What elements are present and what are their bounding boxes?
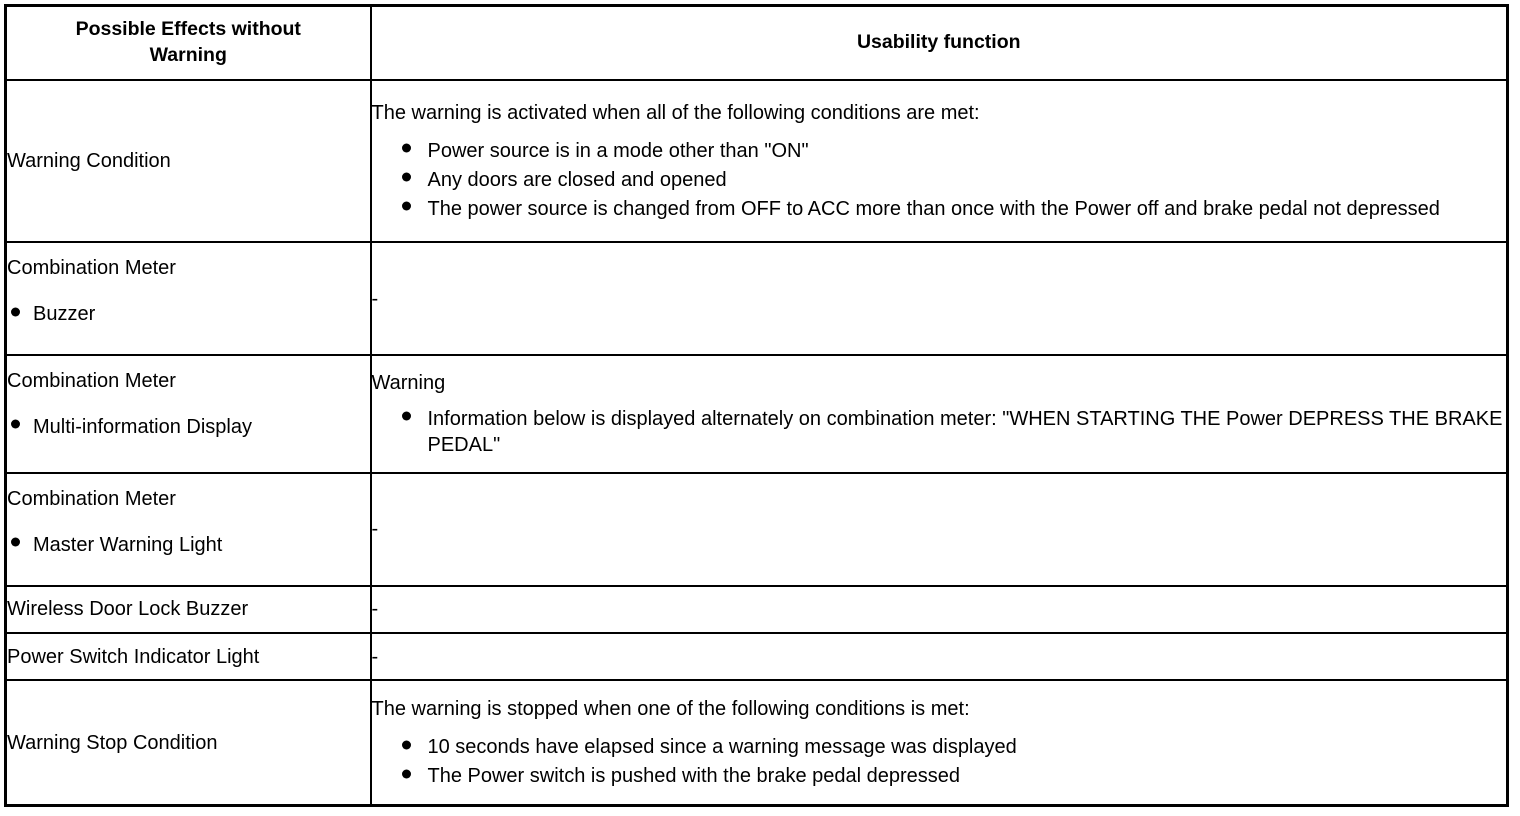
content-bullet-list: Information below is displayed alternate… [372, 406, 1507, 458]
table-body: Warning Condition The warning is activat… [4, 78, 1509, 807]
row-label-text: Combination Meter [7, 257, 176, 280]
content-intro-text: The warning is activated when all of the… [371, 101, 980, 124]
row-label-text: Warning Condition [7, 149, 171, 172]
list-item-text: Information below is displayed alternate… [427, 407, 1503, 456]
table-head: Possible Effects without Warning Usabili… [4, 4, 1509, 81]
content-dash-text: - [371, 645, 379, 668]
list-item: Information below is displayed alternate… [401, 406, 1507, 458]
content-intro-text: The warning is stopped when one of the f… [371, 698, 970, 721]
row-label-text: Combination Meter [7, 487, 176, 510]
row-label-power-switch-indicator-light: Power Switch Indicator Light [4, 631, 372, 682]
list-item: The Power switch is pushed with the brak… [401, 763, 1507, 789]
table-row: Combination Meter Multi-information Disp… [4, 353, 1509, 474]
row-label-text: Wireless Door Lock Buzzer [7, 598, 249, 621]
bullet-icon [401, 172, 411, 182]
row-label-text: Warning Stop Condition [7, 731, 218, 754]
table-row: Wireless Door Lock Buzzer - [4, 584, 1509, 635]
row-sublabel: Master Warning Light [7, 532, 370, 558]
row-label-combination-meter-buzzer: Combination Meter Buzzer [4, 241, 372, 356]
row-sublabel: Multi-information Display [7, 414, 370, 440]
row-content-warning-stop-condition: The warning is stopped when one of the f… [369, 679, 1509, 807]
bullet-icon [401, 411, 411, 421]
bullet-icon [401, 740, 411, 749]
row-sublabel-text: Master Warning Light [33, 533, 223, 556]
bullet-icon [401, 143, 411, 153]
bullet-icon [401, 201, 411, 211]
list-item: Power source is in a mode other than "ON… [401, 138, 1507, 164]
column-header-possible-effects-label: Possible Effects without Warning [75, 18, 301, 66]
column-header-usability-function-label: Usability function [856, 30, 1021, 53]
row-content-warning-condition: The warning is activated when all of the… [369, 78, 1509, 244]
row-label-text: Combination Meter [7, 369, 176, 392]
table-row: Combination Meter Master Warning Light - [4, 471, 1509, 587]
row-content-wireless-door-lock-buzzer: - [369, 584, 1509, 635]
table-row: Power Switch Indicator Light - [4, 631, 1509, 682]
table-header-row: Possible Effects without Warning Usabili… [4, 4, 1509, 81]
bullet-icon [11, 419, 20, 429]
column-header-usability-function: Usability function [369, 4, 1509, 81]
table-row: Warning Condition The warning is activat… [4, 78, 1509, 244]
row-sublabel-text: Buzzer [33, 303, 96, 326]
list-item: The power source is changed from OFF to … [401, 196, 1507, 222]
list-item-text: Power source is in a mode other than "ON… [427, 139, 809, 162]
row-sublabel-text: Multi-information Display [33, 415, 252, 438]
bullet-icon [401, 769, 411, 778]
list-item-text: Any doors are closed and opened [427, 168, 727, 191]
bullet-icon [11, 537, 20, 547]
list-item-text: The power source is changed from OFF to … [427, 197, 1440, 220]
content-dash-text: - [371, 598, 379, 621]
content-intro-text: Warning [371, 371, 446, 394]
list-item: Any doors are closed and opened [401, 167, 1507, 193]
row-label-combination-meter-master-warning-light: Combination Meter Master Warning Light [4, 471, 372, 587]
row-label-wireless-door-lock-buzzer: Wireless Door Lock Buzzer [4, 584, 372, 635]
list-item: 10 seconds have elapsed since a warning … [401, 734, 1507, 760]
row-content-power-switch-indicator-light: - [369, 631, 1509, 682]
content-bullet-list: Power source is in a mode other than "ON… [372, 138, 1507, 222]
content-dash-text: - [371, 518, 379, 541]
bullet-icon [11, 307, 20, 317]
row-label-warning-condition: Warning Condition [4, 78, 372, 244]
row-sublabel: Buzzer [7, 301, 370, 327]
row-content-combination-meter-master-warning-light: - [369, 471, 1509, 587]
table-row: Combination Meter Buzzer - [4, 241, 1509, 356]
list-item-text: 10 seconds have elapsed since a warning … [427, 736, 1017, 759]
possible-effects-table: Possible Effects without Warning Usabili… [4, 4, 1509, 807]
column-header-possible-effects: Possible Effects without Warning [4, 4, 372, 81]
spec-table-container: Possible Effects without Warning Usabili… [4, 4, 1509, 807]
list-item-text: The Power switch is pushed with the brak… [427, 765, 961, 788]
row-label-combination-meter-mid: Combination Meter Multi-information Disp… [4, 353, 372, 474]
row-label-text: Power Switch Indicator Light [7, 645, 260, 668]
row-content-combination-meter-buzzer: - [369, 241, 1509, 356]
content-bullet-list: 10 seconds have elapsed since a warning … [372, 734, 1507, 789]
content-dash-text: - [371, 287, 379, 310]
table-row: Warning Stop Condition The warning is st… [4, 679, 1509, 807]
row-content-combination-meter-mid: Warning Information below is displayed a… [369, 353, 1509, 474]
row-label-warning-stop-condition: Warning Stop Condition [4, 679, 372, 807]
